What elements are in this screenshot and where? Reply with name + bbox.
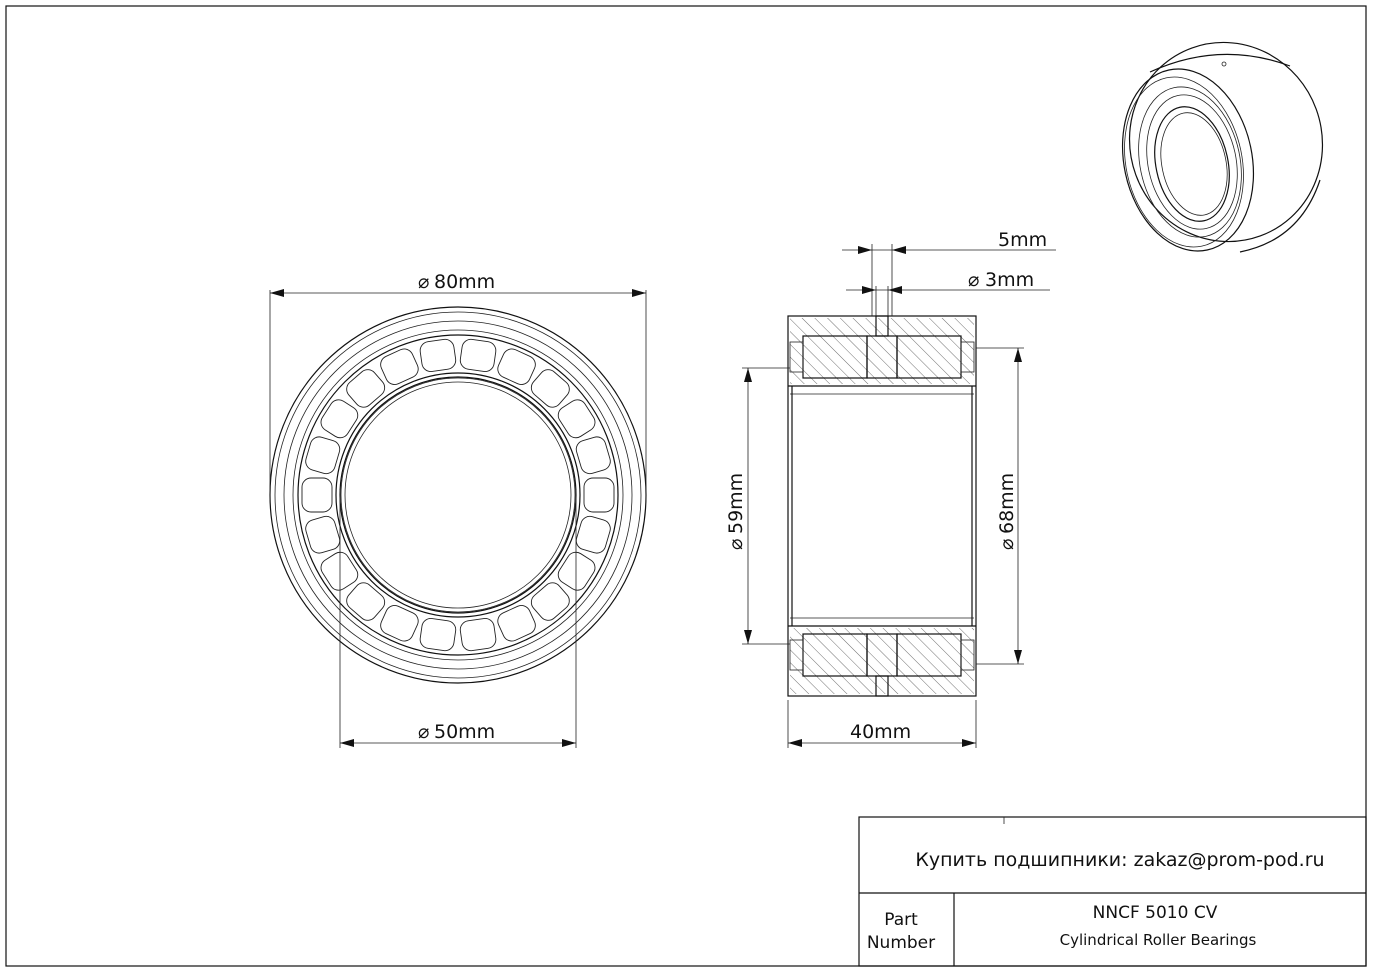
- raceway-outer-label: 68mm: [996, 473, 1018, 534]
- diameter-symbol: ⌀: [418, 271, 429, 293]
- dim-raceway-outer: ⌀ 68mm: [976, 347, 1024, 665]
- isometric-view: [1121, 41, 1324, 253]
- svg-text:⌀: ⌀: [968, 269, 979, 291]
- roller: [530, 369, 570, 408]
- roller: [497, 605, 536, 642]
- roller: [583, 477, 615, 513]
- roller: [459, 338, 497, 372]
- dim-raceway-inner: ⌀ 59mm: [725, 367, 790, 645]
- svg-text:⌀: ⌀: [418, 721, 429, 743]
- inner-diameter-label: 50mm: [434, 721, 495, 743]
- part-label-line1: Part: [884, 910, 918, 930]
- hole-diameter-label: 3mm: [985, 269, 1034, 291]
- width-label: 40mm: [850, 721, 911, 743]
- roller: [320, 399, 359, 439]
- roller: [575, 515, 611, 554]
- part-number: NNCF 5010 CV: [1093, 903, 1218, 923]
- roller: [301, 477, 333, 513]
- groove-width-label: 5mm: [998, 229, 1047, 251]
- roller: [380, 348, 419, 385]
- roller: [575, 436, 611, 475]
- roller: [530, 582, 570, 621]
- title-block: Купить подшипники: zakaz@prom-pod.ru Par…: [858, 816, 1367, 967]
- dim-groove-width: 5mm: [842, 229, 1056, 316]
- roller: [305, 436, 341, 475]
- roller: [346, 369, 386, 408]
- roller: [419, 618, 457, 652]
- dim-outer-diameter: ⌀ 80mm: [269, 271, 647, 500]
- roller: [346, 582, 386, 621]
- dim-hole-diameter: ⌀ 3mm: [846, 269, 1050, 316]
- svg-text:⌀: ⌀: [725, 539, 747, 550]
- svg-text:⌀: ⌀: [996, 539, 1018, 550]
- outer-diameter-label: 80mm: [434, 271, 495, 293]
- roller: [497, 348, 536, 385]
- part-description: Cylindrical Roller Bearings: [1060, 931, 1257, 949]
- roller: [459, 618, 497, 652]
- contact-text: Купить подшипники: zakaz@prom-pod.ru: [915, 849, 1324, 871]
- dim-width: 40mm: [787, 700, 977, 748]
- roller: [380, 605, 419, 642]
- section-view: [787, 315, 977, 697]
- sheet-border: [5, 5, 1367, 967]
- roller-set: [301, 338, 615, 652]
- roller: [320, 551, 359, 591]
- part-label-line2: Number: [867, 933, 935, 953]
- roller: [305, 515, 341, 554]
- roller: [419, 338, 457, 372]
- front-view: [269, 306, 647, 684]
- roller: [557, 399, 596, 439]
- roller: [557, 551, 596, 591]
- dim-inner-diameter: ⌀ 50mm: [339, 490, 577, 748]
- raceway-inner-label: 59mm: [725, 473, 747, 534]
